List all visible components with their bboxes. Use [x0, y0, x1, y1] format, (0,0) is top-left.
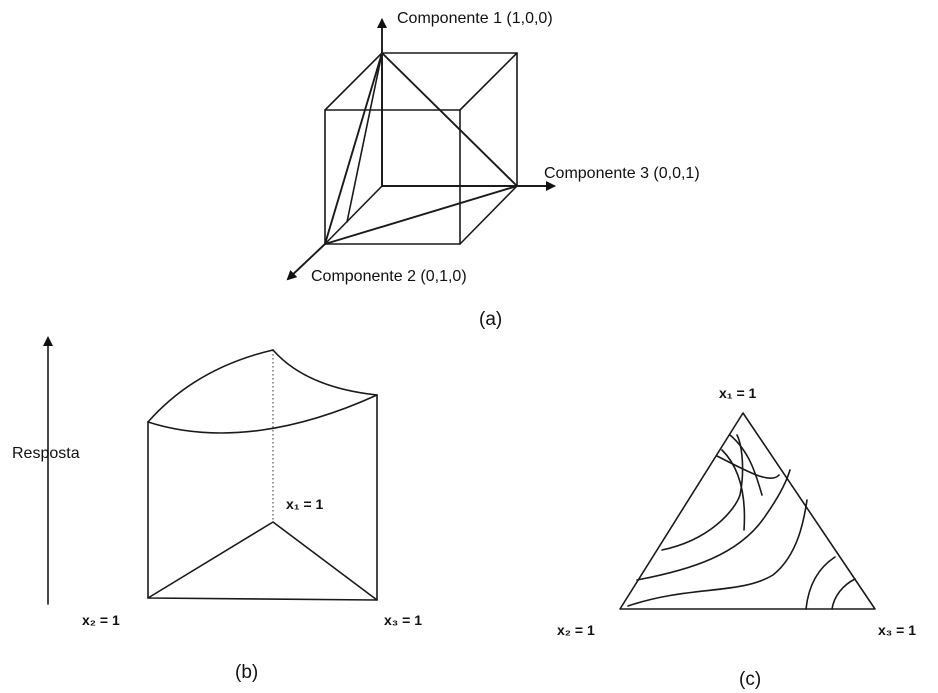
label-x2-c: x₂ = 1: [557, 622, 595, 638]
prism-base-triangle: [147, 521, 378, 601]
contour-line: [831, 578, 856, 610]
contour-line: [661, 434, 744, 551]
caption-b: (b): [235, 662, 258, 683]
panel-b-response-surface: Resposta x₁ = 1 x₂ = 1 x₃ = 1 (b): [12, 336, 422, 683]
response-surface-edge-front: [147, 394, 378, 434]
contour-line: [729, 434, 763, 496]
simplex-inner-line: [346, 52, 383, 223]
cube-edge: [459, 185, 518, 245]
label-component-3: Componente 3 (0,0,1): [544, 165, 700, 182]
response-surface-edge-right: [272, 349, 378, 396]
response-surface-edge-left: [147, 349, 274, 423]
ternary-triangle: [619, 412, 876, 610]
contour-line: [627, 499, 808, 607]
label-component-1: Componente 1 (1,0,0): [397, 10, 553, 27]
cube-edge: [459, 52, 518, 111]
contour-line: [805, 556, 836, 610]
cube-edge: [324, 185, 383, 245]
contour-line: [716, 455, 780, 480]
cube-edge: [324, 52, 383, 111]
response-axis-label: Resposta: [12, 445, 80, 462]
label-x1-c: x₁ = 1: [719, 385, 757, 401]
caption-c: (c): [739, 669, 761, 690]
label-x1-b: x₁ = 1: [286, 496, 324, 512]
label-component-2: Componente 2 (0,1,0): [311, 268, 467, 285]
caption-a: (a): [479, 309, 502, 330]
panel-c-contour-plot: x₁ = 1 x₂ = 1 x₃ = 1 (c): [557, 385, 916, 690]
label-x3-c: x₃ = 1: [878, 622, 916, 638]
contour-line: [636, 469, 791, 581]
label-x3-b: x₃ = 1: [384, 612, 422, 628]
axis-component-2-arrow: [286, 243, 326, 281]
panel-a-cube-diagram: Componente 1 (1,0,0) Componente 3 (0,0,1…: [286, 10, 700, 330]
simplex-triangle: [323, 51, 519, 246]
label-x2-b: x₂ = 1: [82, 612, 120, 628]
